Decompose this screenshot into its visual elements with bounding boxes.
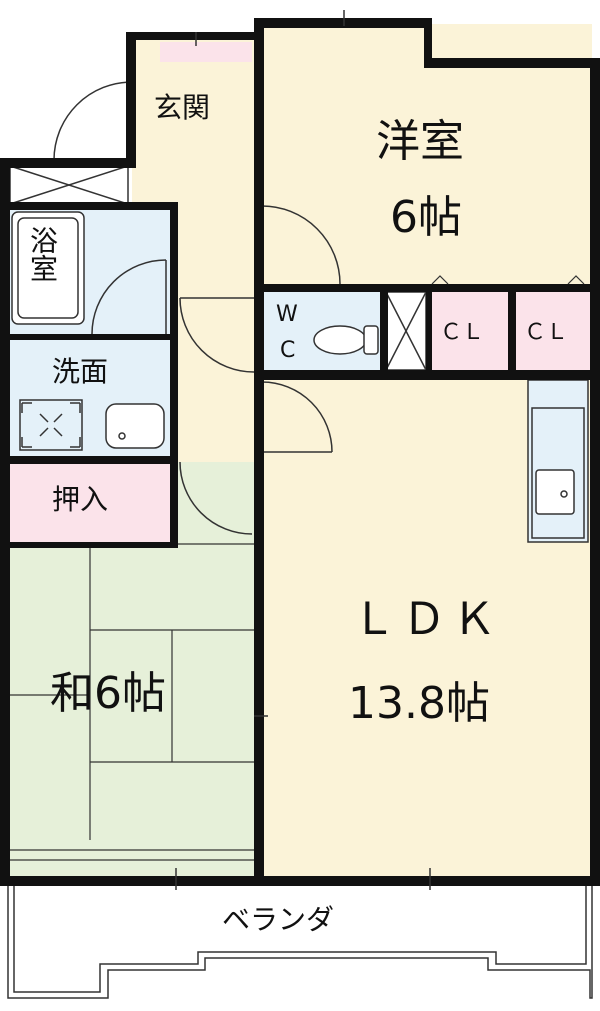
western-room-size: 6帖 [390, 192, 462, 243]
tatami-lines [10, 543, 254, 861]
closet-2-label: ＣＬ [524, 320, 569, 345]
balcony-area [7, 880, 593, 999]
storage-floor-top [10, 462, 172, 544]
bathtub [11, 211, 85, 325]
closet-markers [431, 275, 585, 285]
shoe-storage [9, 165, 129, 205]
japanese-room-label: 和6帖 [50, 668, 166, 719]
closet-2-floor [514, 292, 592, 370]
wash-basin-icon [105, 403, 165, 449]
ldk-size: 13.8帖 [348, 678, 490, 729]
bath-label: 浴室 [26, 226, 59, 282]
walls [0, 18, 600, 886]
balcony-label: ベランダ [222, 903, 335, 936]
closet-1-label: ＣＬ [440, 320, 485, 345]
entrance-label: 玄関 [154, 91, 211, 124]
western-room-name: 洋室 [376, 116, 464, 167]
entrance-step [160, 42, 252, 62]
storage-label: 押入 [52, 483, 109, 516]
toilet-icon [313, 325, 379, 355]
kitchen-counter [527, 379, 589, 543]
pipe-space [385, 291, 427, 371]
door-swings [53, 81, 341, 535]
opening-ticks [175, 10, 431, 890]
washer-icon [19, 399, 83, 451]
washroom-fixtures [19, 399, 165, 451]
closet-1-floor [430, 292, 508, 370]
wc-label-top: W [276, 302, 298, 327]
washroom-label: 洗面 [52, 355, 109, 388]
ldk-name: ＬＤＫ [352, 594, 502, 645]
sink-icon [535, 469, 575, 515]
wc-label-bottom: C [280, 338, 296, 363]
